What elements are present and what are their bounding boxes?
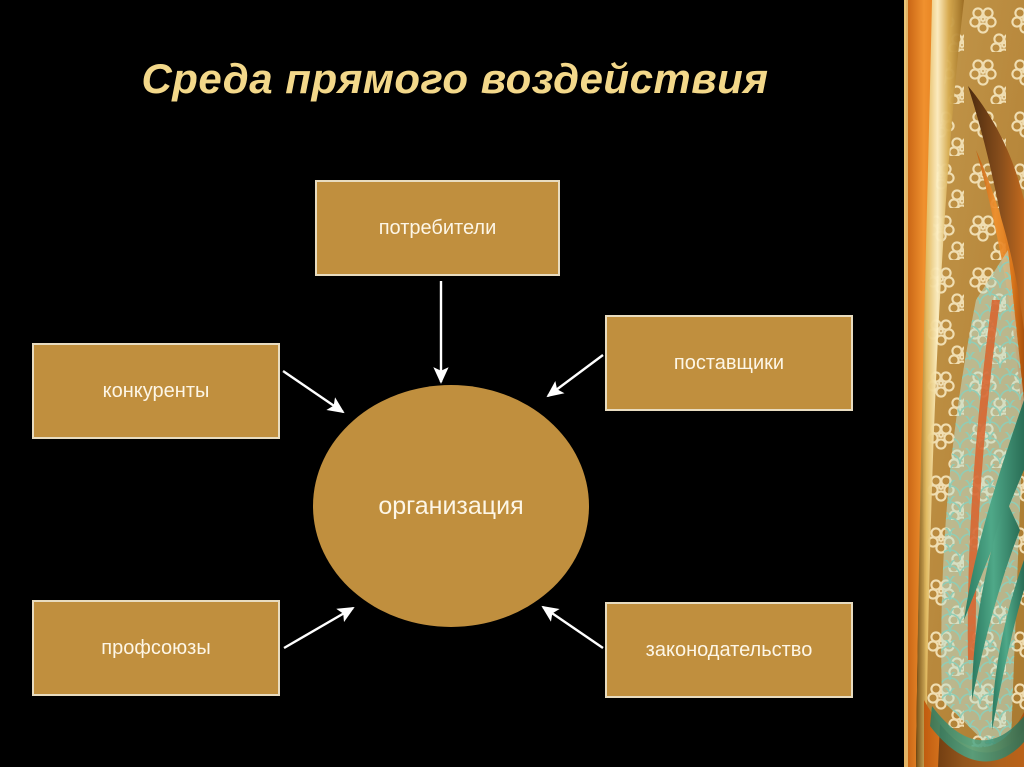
node-zakonodatelstvo[interactable]: законодательство [605, 602, 853, 698]
page-title: Среда прямого воздействия [141, 55, 769, 102]
node-konkurenty-label: конкуренты [102, 380, 210, 402]
node-profsoyuzy-label: профсоюзы [101, 637, 211, 659]
arrow-postavshchiki-to-organizaciya [546, 354, 604, 398]
node-organizaciya[interactable]: организация [313, 385, 589, 627]
node-potrebiteli[interactable]: потребители [315, 180, 560, 276]
node-potrebiteli-label: потребители [378, 217, 497, 239]
arrow-profsoyuzy-to-organizaciya [283, 606, 355, 650]
floral-ribbon-graphic [880, 0, 1024, 767]
node-organizaciya-label: организация [378, 491, 524, 520]
arrow-zakonodatelstvo-to-organizaciya [541, 605, 604, 649]
node-postavshchiki[interactable]: поставщики [605, 315, 853, 411]
node-postavshchiki-label: поставщики [673, 352, 785, 374]
node-konkurenty[interactable]: конкуренты [32, 343, 280, 439]
node-profsoyuzy[interactable]: профсоюзы [32, 600, 280, 696]
arrow-konkurenty-to-organizaciya [282, 370, 345, 414]
node-zakonodatelstvo-label: законодательство [645, 639, 813, 661]
diagram-area: потребители конкуренты поставщики профсо… [32, 180, 853, 698]
decorative-border-panel [880, 0, 1024, 767]
